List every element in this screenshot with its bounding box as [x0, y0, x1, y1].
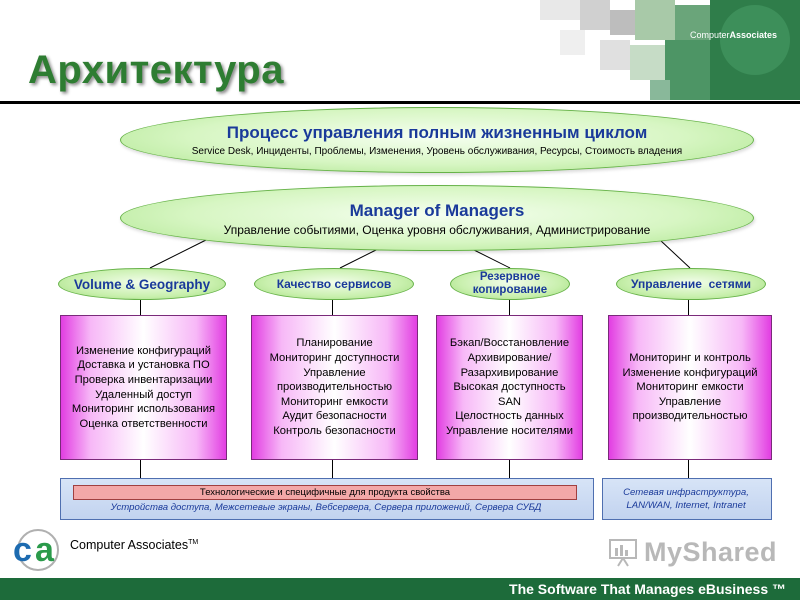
header-mosaic-decoration — [540, 0, 800, 100]
mom-title: Manager of Managers — [349, 201, 525, 220]
mom-ellipse: Manager of Managers Управление событиями… — [120, 185, 754, 251]
list-item: Бэкап/Восстановление — [449, 337, 570, 350]
connector-line — [140, 458, 141, 478]
connector-line — [339, 247, 381, 269]
network-infrastructure-box — [602, 478, 772, 520]
list-item: Изменение конфигураций — [75, 344, 211, 357]
service-quality-box: Планирование Мониторинг доступности Упра… — [251, 315, 418, 460]
lifecycle-title: Процесс управления полным жизненным цикл… — [226, 123, 648, 142]
list-item: Доставка и установка ПО — [77, 359, 210, 372]
watermark-text: MyShared — [644, 537, 778, 567]
connector-line — [332, 458, 333, 478]
list-item: Изменение конфигураций — [622, 366, 758, 379]
list-item: Целостность данных — [455, 410, 564, 423]
list-item: Управление носителями — [446, 424, 573, 437]
list-item: Архивирование/ — [467, 352, 552, 365]
backup-box: Бэкап/Восстановление Архивирование/ Раза… — [436, 315, 583, 460]
list-item: Разархивирование — [460, 366, 559, 379]
connector-line — [688, 458, 689, 478]
list-item: производительностью — [276, 381, 392, 394]
lifecycle-ellipse: Процесс управления полным жизненным цикл… — [120, 107, 754, 173]
ca-logo-text: Computer AssociatesTM — [70, 538, 199, 552]
volume-geography-box: Изменение конфигураций Доставка и устано… — [60, 315, 227, 460]
devices-text: Устройства доступа, Межсетевые экраны, В… — [110, 502, 542, 513]
connector-line — [659, 239, 691, 269]
list-item: Проверка инвентаризации — [74, 373, 213, 386]
list-item: производительностью — [632, 410, 748, 423]
list-item: Мониторинг емкости — [636, 381, 744, 394]
presentation-icon — [609, 539, 637, 567]
network-infrastructure-text: Сетевая инфраструктура, LAN/WAN, Interne… — [623, 487, 749, 511]
category-backup: Резервное копирование — [450, 268, 570, 300]
category-service-quality: Качество сервисов — [254, 268, 414, 300]
connector-line — [332, 298, 333, 316]
connector-line — [509, 458, 510, 478]
category-volume-geography: Volume & Geography — [58, 268, 226, 300]
list-item: SAN — [497, 395, 521, 408]
list-item: Мониторинг доступности — [269, 352, 400, 365]
connector-line — [688, 298, 689, 316]
connector-line — [140, 298, 141, 316]
network-management-box: Мониторинг и контроль Изменение конфигур… — [608, 315, 772, 460]
connector-line — [469, 247, 511, 269]
connector-line — [149, 237, 211, 269]
category-network-management: Управление сетями — [616, 268, 766, 300]
svg-text:c: c — [13, 531, 32, 569]
connector-line — [509, 298, 510, 316]
mom-subtitle: Управление событиями, Оценка уровня обсл… — [223, 223, 651, 237]
list-item: Оценка ответственности — [79, 417, 208, 430]
footer-bar — [0, 578, 800, 600]
list-item: Аудит безопасности — [282, 410, 387, 423]
ca-logo-icon: c a — [13, 529, 59, 571]
list-item: Мониторинг использования — [71, 403, 216, 416]
lifecycle-subtitle: Service Desk, Инциденты, Проблемы, Измен… — [191, 146, 683, 157]
list-item: Мониторинг емкости — [280, 395, 389, 408]
list-item: Управление — [658, 395, 722, 408]
list-item: Высокая доступность — [453, 381, 566, 394]
list-item: Удаленный доступ — [95, 388, 192, 401]
product-features-bar: Технологические и специфичные для продук… — [73, 485, 577, 500]
list-item: Мониторинг и контроль — [629, 352, 751, 365]
list-item: Управление — [303, 366, 366, 379]
svg-text:a: a — [35, 531, 55, 569]
footer-text: The Software That Manages eBusiness ™ — [509, 581, 786, 597]
top-logo-text: ComputerAssociates — [690, 30, 778, 40]
title-divider — [0, 101, 800, 104]
list-item: Планирование — [296, 337, 373, 350]
page-title: Архитектура — [28, 48, 284, 92]
list-item: Контроль безопасности — [273, 424, 396, 437]
